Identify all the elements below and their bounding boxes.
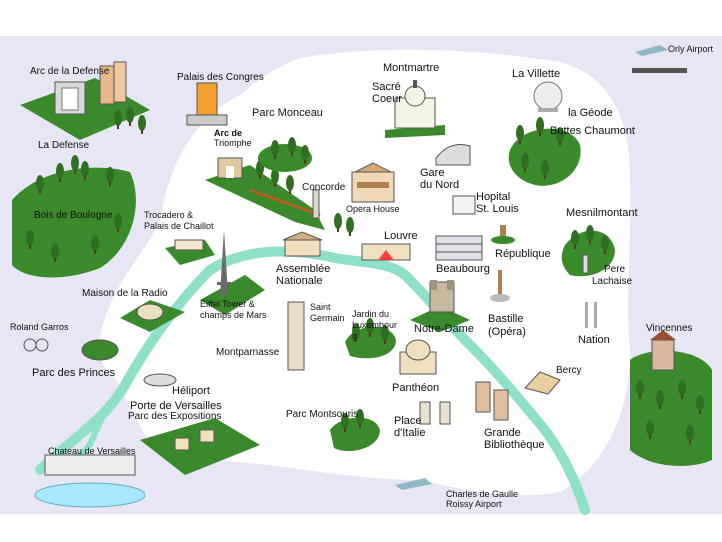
buttes-chaumont [508, 117, 581, 186]
label-jardin-2: Luxembour [352, 320, 397, 330]
label-porte-2: Parc des Expositions [128, 411, 221, 422]
label-mesnilmontant: Mesnilmontant [566, 207, 638, 219]
arc-de-triomphe [205, 157, 325, 230]
label-vincennes: Vincennes [646, 323, 693, 334]
label-concorde: Concorde [302, 182, 346, 193]
label-heliport: Héliport [172, 385, 210, 397]
label-trocadero-2: Palais de Chaillot [144, 221, 214, 231]
label-la-villette: La Villette [512, 68, 560, 80]
palais-des-congres [186, 82, 228, 126]
bastille-column [490, 270, 510, 302]
label-chateau: Chateau de Versailles [48, 446, 136, 456]
label-assemblee-1: Assemblée [276, 263, 330, 275]
label-jardin-1: Jardin du [352, 309, 389, 319]
label-parc-monceau: Parc Monceau [252, 107, 323, 119]
bois-de-vincennes [630, 330, 712, 466]
label-cdg-2: Roissy Airport [446, 499, 502, 509]
label-cdg-1: Charles de Gaulle [446, 489, 518, 499]
label-jardin-3: g [352, 331, 357, 341]
trocadero [165, 239, 215, 265]
label-arc-triomphe-1: Arc de [214, 128, 242, 138]
label-trocadero-1: Trocadero & [144, 210, 193, 220]
label-hopital-2: St. Louis [476, 203, 519, 215]
jardin-du-luxembourg [345, 318, 396, 359]
bercy [524, 371, 561, 395]
label-eiffel-2: champs de Mars [200, 310, 267, 320]
label-nation: Nation [578, 334, 610, 346]
assemblee-nationale [282, 231, 323, 257]
label-pere-1: Pere [604, 264, 626, 275]
label-roland: Roland Garros [10, 322, 69, 332]
label-beaubourg: Beaubourg [436, 263, 490, 275]
label-montmartre: Montmartre [383, 62, 439, 74]
label-porte-1: Porte de Versailles [130, 400, 222, 412]
label-sacre-1: Sacré [372, 81, 401, 93]
parc-des-princes [81, 339, 119, 361]
hopital-st-louis [452, 195, 476, 215]
pantheon [399, 339, 437, 375]
label-bastille-1: Bastille [488, 313, 523, 325]
nation-columns [585, 302, 597, 328]
gare-du-nord [435, 144, 471, 166]
label-buttes: Buttes Chaumont [550, 125, 635, 137]
label-saint-1: Saint [310, 302, 331, 312]
la-defense-area [20, 61, 150, 140]
label-notre-dame: Notre-Dame [414, 323, 474, 335]
label-la-geode: la Géode [568, 107, 613, 119]
label-bastille-2: (Opéra) [488, 326, 526, 338]
label-montparnasse: Montparnasse [216, 347, 280, 358]
label-palais-congres: Palais des Congres [177, 72, 264, 83]
label-orly: Orly Airport [668, 44, 714, 54]
label-opera: Opera House [346, 204, 400, 214]
label-la-defense: La Defense [38, 140, 90, 151]
roland-garros [23, 338, 49, 352]
label-bercy: Bercy [556, 365, 582, 376]
porte-de-versailles [140, 418, 260, 475]
beaubourg [435, 235, 483, 261]
grande-bibliotheque [475, 381, 509, 421]
opera-house [351, 162, 395, 203]
bois-de-boulogne-park [12, 155, 136, 278]
label-gare-1: Gare [420, 167, 444, 179]
label-louvre: Louvre [384, 230, 418, 242]
louvre [361, 243, 411, 261]
label-pantheon: Panthéon [392, 382, 439, 394]
label-parc-princes: Parc des Princes [32, 367, 116, 379]
label-place-italie-2: d'Italie [394, 427, 425, 439]
concorde [312, 189, 354, 236]
label-pere-2: Lachaise [592, 276, 632, 287]
maison-de-la-radio [120, 300, 185, 332]
label-eiffel-1: Eiffel Tower & [200, 299, 255, 309]
label-arc-defense: Arc de la Defense [30, 66, 110, 77]
chateau-de-versailles [34, 454, 146, 508]
label-arc-triomphe-2: Triomphe [214, 138, 252, 148]
label-montsouris: Parc Montsouris [286, 409, 358, 420]
parc-montsouris [330, 409, 380, 452]
label-gare-2: du Nord [420, 179, 459, 191]
eiffel-tower [200, 230, 265, 315]
place-d-italie [419, 401, 451, 425]
label-place-italie-1: Place [394, 415, 422, 427]
pere-lachaise [561, 225, 615, 277]
label-saint-2: Germain [310, 313, 345, 323]
label-sacre-2: Coeur [372, 93, 402, 105]
la-geode [533, 81, 563, 112]
label-hopital-1: Hopital [476, 191, 510, 203]
parc-monceau [258, 137, 312, 172]
heliport [143, 373, 177, 387]
republique [491, 225, 515, 244]
label-republique: République [495, 248, 551, 260]
label-assemblee-2: Nationale [276, 275, 322, 287]
sacre-coeur [385, 80, 445, 138]
notre-dame [410, 280, 470, 332]
cdg-airport-icon [395, 478, 432, 490]
montparnasse-tower [287, 301, 305, 371]
label-grande-2: Bibliothèque [484, 439, 545, 451]
label-grande-1: Grande [484, 427, 521, 439]
orly-airport-icon [632, 45, 687, 73]
label-bois-boulogne: Bois de Boulogne [34, 210, 113, 221]
label-maison-radio: Maison de la Radio [82, 288, 168, 299]
